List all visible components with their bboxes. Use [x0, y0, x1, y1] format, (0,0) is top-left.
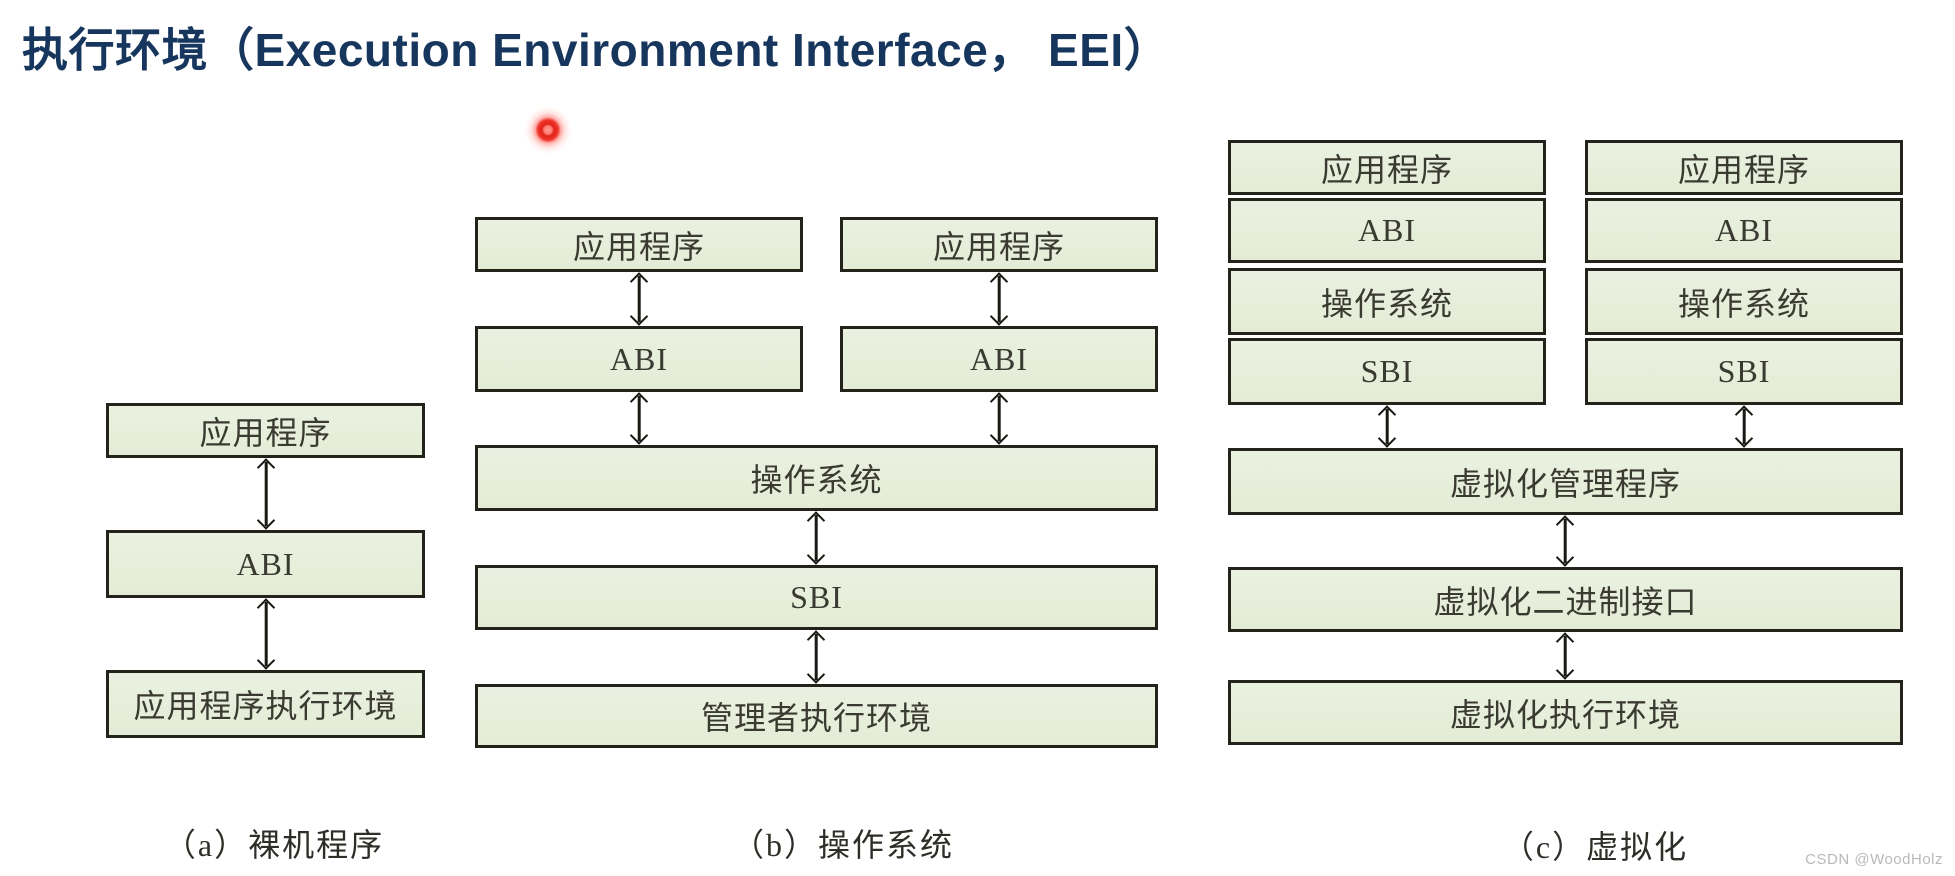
box-a-app-exec-env: 应用程序执行环境	[106, 670, 425, 738]
box-c-virtual-exec-env: 虚拟化执行环境	[1228, 680, 1903, 745]
double-arrow-icon	[630, 272, 648, 326]
box-c-hypervisor: 虚拟化管理程序	[1228, 448, 1903, 515]
figure-c-caption: （c）虚拟化	[1501, 829, 1689, 865]
double-arrow-icon	[257, 598, 275, 670]
box-c-abi-right: ABI	[1585, 198, 1903, 263]
box-c-abi-left: ABI	[1228, 198, 1546, 263]
double-arrow-icon	[630, 392, 648, 445]
double-arrow-icon	[990, 272, 1008, 326]
box-b-os: 操作系统	[475, 445, 1158, 511]
box-b-abi-left: ABI	[475, 326, 803, 392]
box-c-os-left: 操作系统	[1228, 268, 1546, 335]
box-c-sbi-left: SBI	[1228, 338, 1546, 405]
double-arrow-icon	[1556, 515, 1574, 567]
box-c-application-right: 应用程序	[1585, 140, 1903, 195]
figure-a-caption: （a）裸机程序	[163, 827, 385, 863]
double-arrow-icon	[807, 511, 825, 565]
double-arrow-icon	[990, 392, 1008, 445]
box-c-virtual-binary-interface: 虚拟化二进制接口	[1228, 567, 1903, 632]
box-a-application: 应用程序	[106, 403, 425, 458]
page-title: 执行环境（Execution Environment Interface， EE…	[22, 24, 1171, 76]
figure-b-caption: （b）操作系统	[731, 827, 955, 863]
laser-pointer-dot	[524, 106, 572, 154]
box-b-application-left: 应用程序	[475, 217, 803, 272]
double-arrow-icon	[1735, 405, 1753, 448]
box-b-application-right: 应用程序	[840, 217, 1158, 272]
double-arrow-icon	[1556, 632, 1574, 680]
double-arrow-icon	[257, 458, 275, 530]
box-c-sbi-right: SBI	[1585, 338, 1903, 405]
box-c-application-left: 应用程序	[1228, 140, 1546, 195]
box-a-abi: ABI	[106, 530, 425, 598]
box-b-abi-right: ABI	[840, 326, 1158, 392]
double-arrow-icon	[807, 630, 825, 684]
box-c-os-right: 操作系统	[1585, 268, 1903, 335]
box-b-sbi: SBI	[475, 565, 1158, 630]
watermark: CSDN @WoodHolz	[1805, 851, 1943, 868]
double-arrow-icon	[1378, 405, 1396, 448]
box-b-supervisor-exec-env: 管理者执行环境	[475, 684, 1158, 748]
